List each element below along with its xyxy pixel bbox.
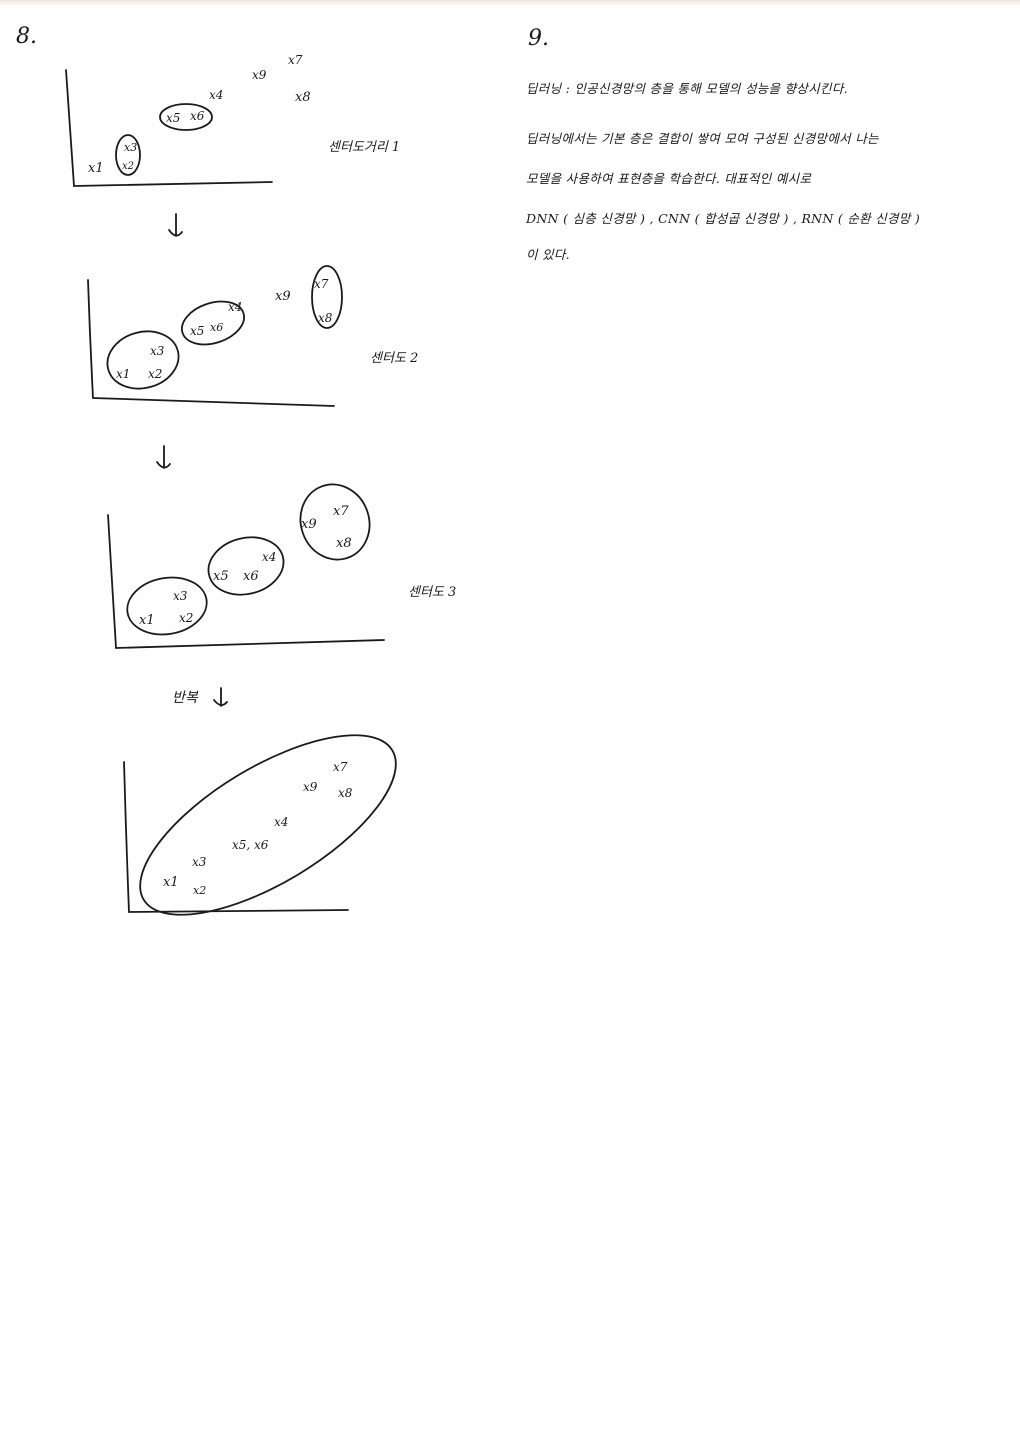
diagram3-cluster-x7x8x9: [299, 483, 371, 561]
diagram3-axes: [107, 514, 385, 649]
down-arrow-icon-1: [168, 213, 183, 237]
d2-x5: x5: [190, 324, 204, 338]
answer-line-3: 모델을 사용하여 표현층을 학습한다. 대표적인 예시로: [526, 171, 812, 186]
step-label-3: 센터도 3: [408, 585, 456, 600]
diagram4-cluster-all: [139, 734, 397, 916]
d1-x4: x4: [209, 88, 223, 102]
d1-x8: x8: [295, 90, 311, 105]
d2-x4: x4: [228, 300, 242, 314]
diagram1-cluster-x5x6: [159, 103, 213, 131]
d3-x1: x1: [139, 613, 155, 628]
d4-x7: x7: [333, 760, 348, 774]
repeat-label: 반복: [172, 690, 199, 706]
down-arrow-icon-3: [213, 687, 228, 707]
answer-line-1: 딥러닝 : 인공신경망의 층을 통해 모델의 성능을 향상시킨다.: [526, 81, 848, 96]
d3-x2: x2: [179, 611, 193, 625]
d1-x2: x2: [122, 161, 134, 172]
d4-x4: x4: [274, 815, 288, 829]
d3-x6: x6: [243, 569, 259, 584]
d2-x1: x1: [116, 367, 130, 381]
diagram4-axes: [123, 761, 349, 913]
diagram2-cluster-x4x5x6: [181, 300, 245, 346]
d4-x5x6: x5, x6: [232, 838, 269, 852]
question-9-number: 9.: [528, 26, 549, 51]
d4-x8: x8: [338, 786, 353, 800]
d2-x6: x6: [210, 321, 223, 334]
d2-x8: x8: [318, 311, 333, 325]
d3-x9: x9: [301, 517, 317, 532]
diagram2-cluster-x1x2x3: [106, 330, 180, 390]
d4-x9: x9: [303, 780, 318, 794]
down-arrow-icon-2: [156, 445, 171, 469]
d2-x3: x3: [150, 344, 165, 358]
d1-x5: x5: [166, 111, 180, 125]
question-8-number: 8.: [16, 24, 37, 49]
d4-x1: x1: [163, 875, 179, 890]
diagram3-cluster-x1x2x3: [126, 576, 208, 636]
diagram2-axes: [87, 279, 335, 407]
paper-edge: [0, 0, 1020, 6]
step-label-1: 센터도거리 1: [328, 140, 400, 155]
d2-x7: x7: [314, 277, 329, 291]
d2-x2: x2: [148, 367, 162, 381]
d1-x3: x3: [124, 141, 137, 154]
step-label-2: 센터도 2: [370, 351, 418, 366]
d4-x3: x3: [192, 855, 207, 869]
diagram3-cluster-x4x5x6: [207, 536, 285, 596]
d3-x7: x7: [333, 504, 349, 519]
diagram1-axes: [65, 69, 273, 187]
d3-x5: x5: [213, 569, 229, 584]
diagram1-cluster-x2x3: [115, 134, 141, 176]
d3-x3: x3: [173, 589, 188, 603]
d1-x7: x7: [288, 53, 303, 67]
d1-x1: x1: [88, 161, 104, 176]
d2-x9: x9: [275, 289, 291, 304]
diagram2-cluster-x7x8: [311, 265, 343, 329]
answer-line-5: 이 있다.: [526, 247, 570, 262]
answer-line-4: DNN ( 심층 신경망 ) , CNN ( 합성곱 신경망 ) , RNN (…: [526, 211, 921, 226]
answer-line-2: 딥러닝에서는 기본 층은 결합이 쌓여 모여 구성된 신경망에서 나는: [526, 131, 879, 146]
d1-x9: x9: [252, 68, 267, 82]
d1-x6: x6: [190, 109, 205, 123]
d3-x4: x4: [262, 550, 276, 564]
d3-x8: x8: [336, 536, 352, 551]
d4-x2: x2: [193, 884, 206, 897]
